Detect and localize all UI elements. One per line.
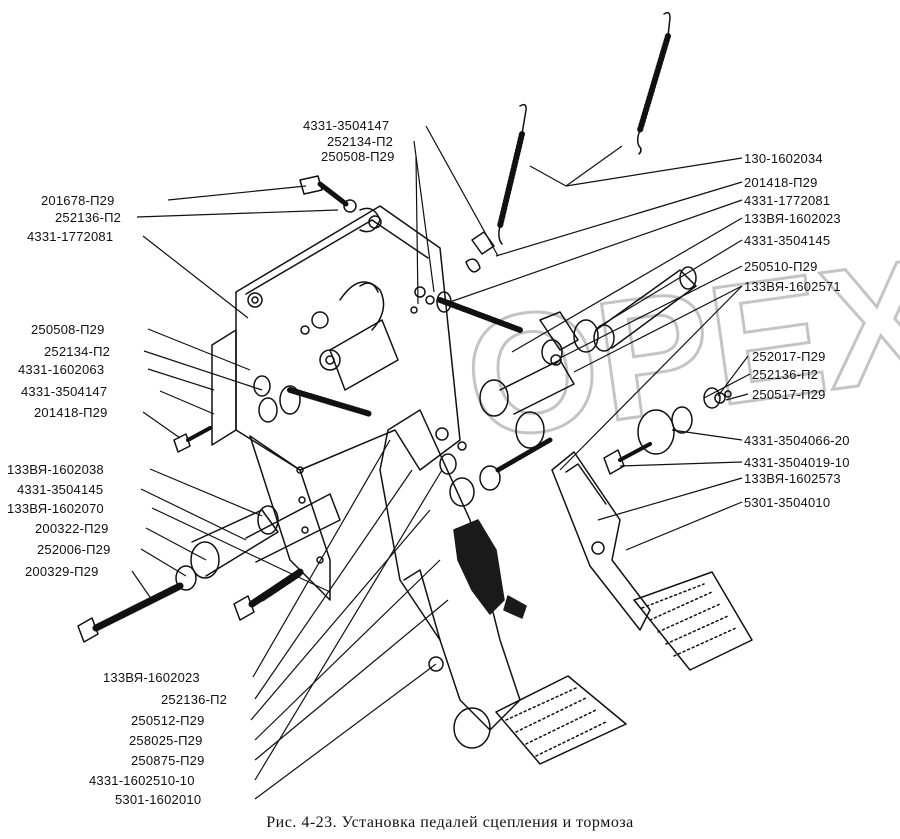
callout-label: 133ВЯ-1602070 [7, 501, 104, 516]
short-return-spring [497, 103, 527, 245]
callout-label: 250517-П29 [752, 387, 826, 402]
bolt-201418-left [173, 426, 212, 453]
callout-label: 201678-П29 [41, 193, 115, 208]
callout-label: 4331-1772081 [27, 229, 114, 244]
callout-label: 250875-П29 [131, 753, 205, 768]
callout-label: 252136-П2 [752, 367, 819, 382]
callout-label: 252134-П2 [44, 344, 111, 359]
bolt-200329 [77, 505, 279, 643]
clutch-rod [439, 437, 553, 507]
brake-pedal-pivot [479, 339, 721, 475]
callout-label: 130-1602034 [744, 151, 823, 166]
callout-label: 4331-3504145 [17, 482, 104, 497]
callout-label: 4331-3504147 [303, 118, 390, 133]
callout-label: 133ВЯ-1602573 [744, 471, 841, 486]
pivot-shaft-left [253, 375, 373, 423]
brake-pedal [551, 451, 753, 671]
callout-label: 250512-П29 [131, 713, 205, 728]
callout-label: 4331-1602510-10 [89, 773, 195, 788]
callout-label: 200329-П29 [25, 564, 99, 579]
callout-label: 133ВЯ-1602038 [7, 462, 104, 477]
pedal-bracket-plate [211, 205, 461, 601]
callout-label: 250508-П29 [31, 322, 105, 337]
callout-label: 201418-П29 [744, 175, 818, 190]
small-hardware [410, 231, 732, 451]
callout-label: 5301-3504010 [744, 495, 831, 510]
callout-label: 252017-П29 [752, 349, 826, 364]
callout-label: 133ВЯ-1602023 [103, 670, 200, 685]
figure-caption: Рис. 4-23. Установка педалей сцепления и… [266, 814, 634, 831]
callout-label: 201418-П29 [34, 405, 108, 420]
callout-label: 4331-1602063 [18, 362, 105, 377]
callout-label: 4331-1772081 [744, 193, 831, 208]
callout-label: 252136-П2 [55, 210, 122, 225]
long-return-spring [636, 11, 671, 155]
callout-label: 4331-3504066-20 [744, 433, 850, 448]
rubber-boot [453, 519, 527, 619]
callout-label: 252136-П2 [161, 692, 228, 707]
callout-label: 4331-3504145 [744, 233, 831, 248]
callout-label: 250510-П29 [744, 259, 818, 274]
callout-label: 133ВЯ-1602023 [744, 211, 841, 226]
callout-label: 258025-П29 [129, 733, 203, 748]
leader-lines [131, 125, 751, 800]
callout-label: 4331-3504019-10 [744, 455, 850, 470]
callout-label: 250508-П29 [321, 149, 395, 164]
callout-label: 133ВЯ-1602571 [744, 279, 841, 294]
clutch-pedal [379, 409, 627, 765]
bolt-200322 [233, 493, 341, 621]
bolt-201678 [299, 175, 381, 233]
callout-label: 5301-1602010 [115, 792, 202, 807]
callout-label: 4331-3504147 [21, 384, 108, 399]
callout-label: 200322-П29 [35, 521, 109, 536]
callout-label: 252134-П2 [327, 134, 394, 149]
callout-label: 252006-П29 [37, 542, 111, 557]
